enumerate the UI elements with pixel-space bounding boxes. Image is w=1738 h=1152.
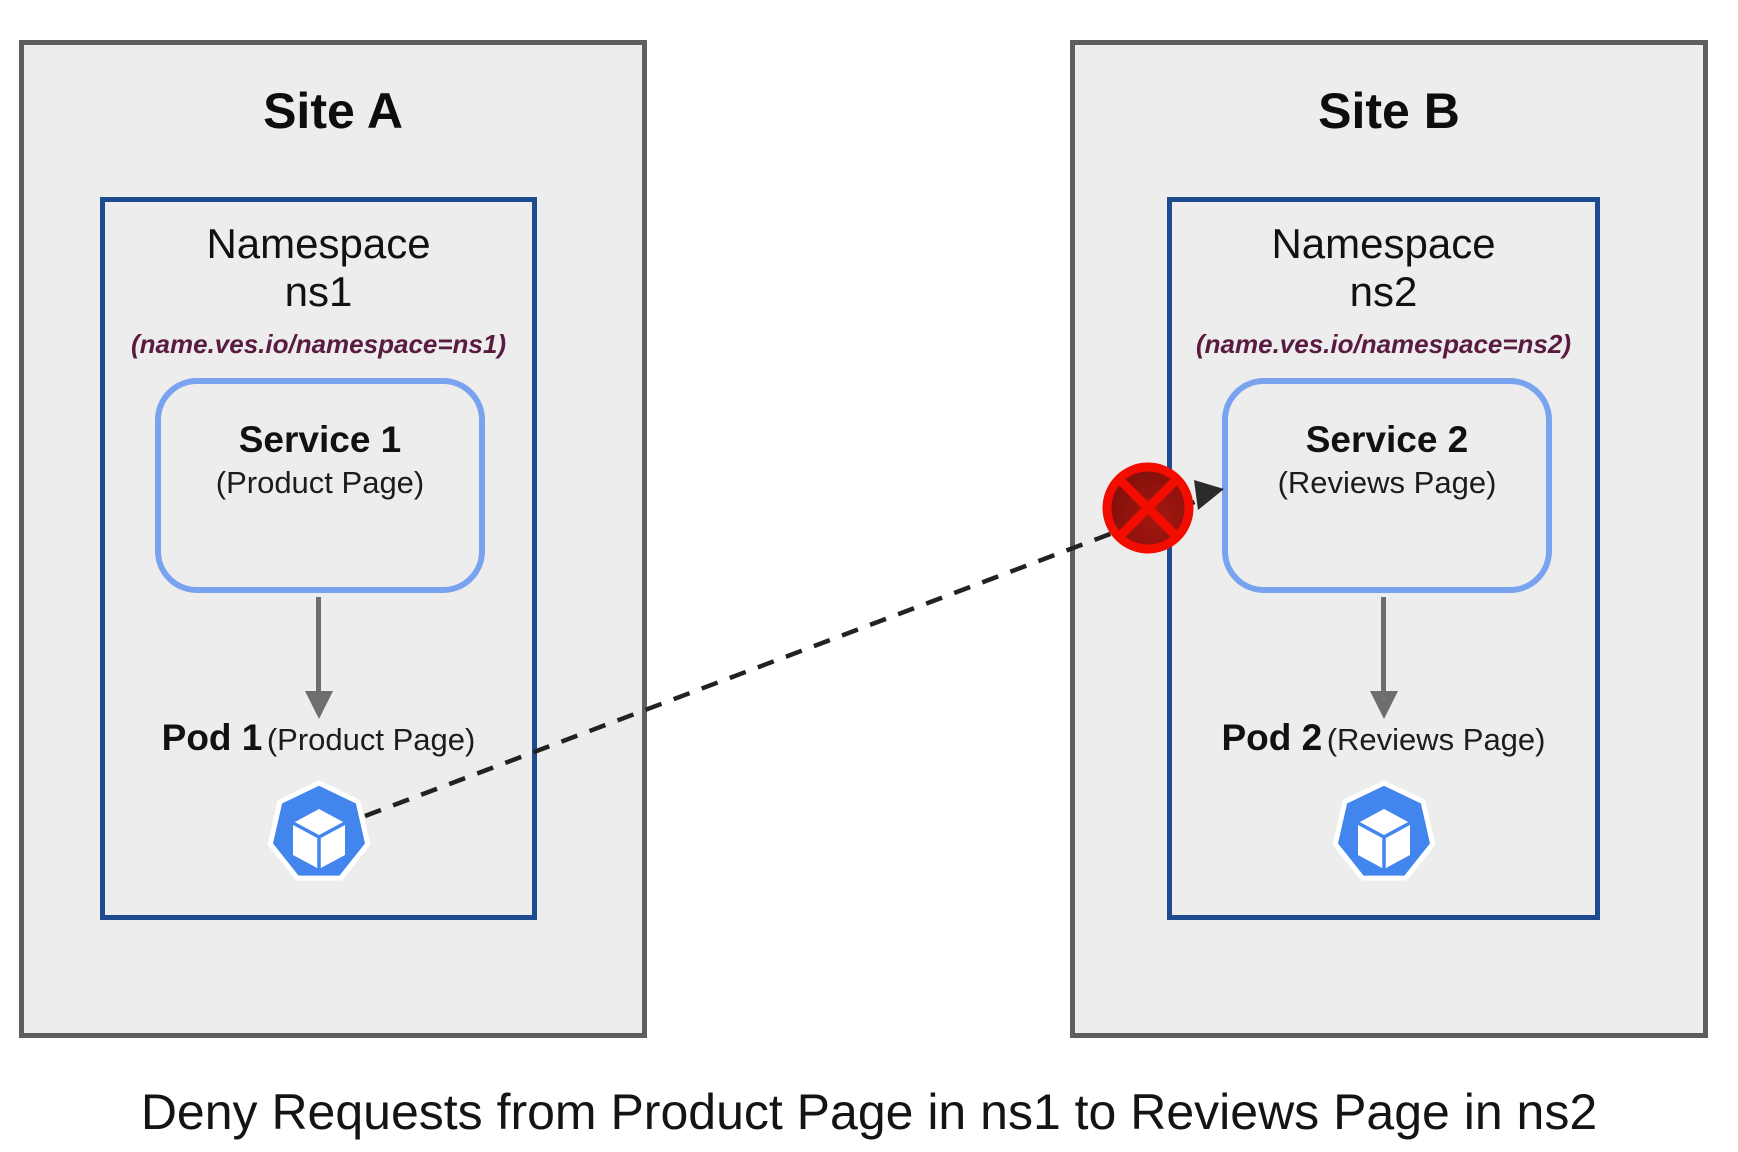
site-b-box: Site B Namespace ns2 (name.ves.io/namesp… [1070, 40, 1708, 1038]
site-title: Site B [1318, 83, 1460, 139]
namespace-selector-label: (name.ves.io/namespace=ns2) [1195, 329, 1572, 359]
pod-label: Pod 2 (Reviews Page) [1132, 716, 1635, 768]
namespace-box-ns1: Namespace ns1 (name.ves.io/namespace=ns1… [100, 197, 537, 920]
service-name: Service 2 [1305, 419, 1469, 460]
service-subtitle: (Reviews Page) [1277, 465, 1497, 500]
namespace-id: ns2 [1349, 268, 1418, 315]
site-a-box: Site A Namespace ns1 (name.ves.io/namesp… [19, 40, 647, 1038]
site-title: Site A [263, 83, 403, 139]
pod-label: Pod 1 (Product Page) [65, 716, 572, 768]
diagram-caption: Deny Requests from Product Page in ns1 t… [140, 1084, 1598, 1140]
pod-name: Pod 1 [161, 717, 263, 758]
service-box: Service 2 (Reviews Page) [1222, 378, 1552, 593]
pod-name: Pod 2 [1221, 717, 1323, 758]
kubernetes-pod-icon [267, 780, 370, 881]
service-subtitle: (Product Page) [215, 465, 425, 500]
namespace-word: Namespace [206, 220, 431, 267]
kubernetes-pod-icon [1332, 780, 1435, 881]
pod-subtitle: (Reviews Page) [1326, 722, 1546, 757]
service-box: Service 1 (Product Page) [155, 378, 485, 593]
service-name: Service 1 [238, 419, 402, 460]
namespace-box-ns2: Namespace ns2 (name.ves.io/namespace=ns2… [1167, 197, 1600, 920]
namespace-id: ns1 [284, 268, 353, 315]
namespace-word: Namespace [1271, 220, 1496, 267]
namespace-name: Namespace ns2 [1172, 220, 1595, 316]
namespace-selector-label: (name.ves.io/namespace=ns1) [130, 329, 507, 359]
namespace-name: Namespace ns1 [105, 220, 532, 316]
pod-subtitle: (Product Page) [266, 722, 476, 757]
